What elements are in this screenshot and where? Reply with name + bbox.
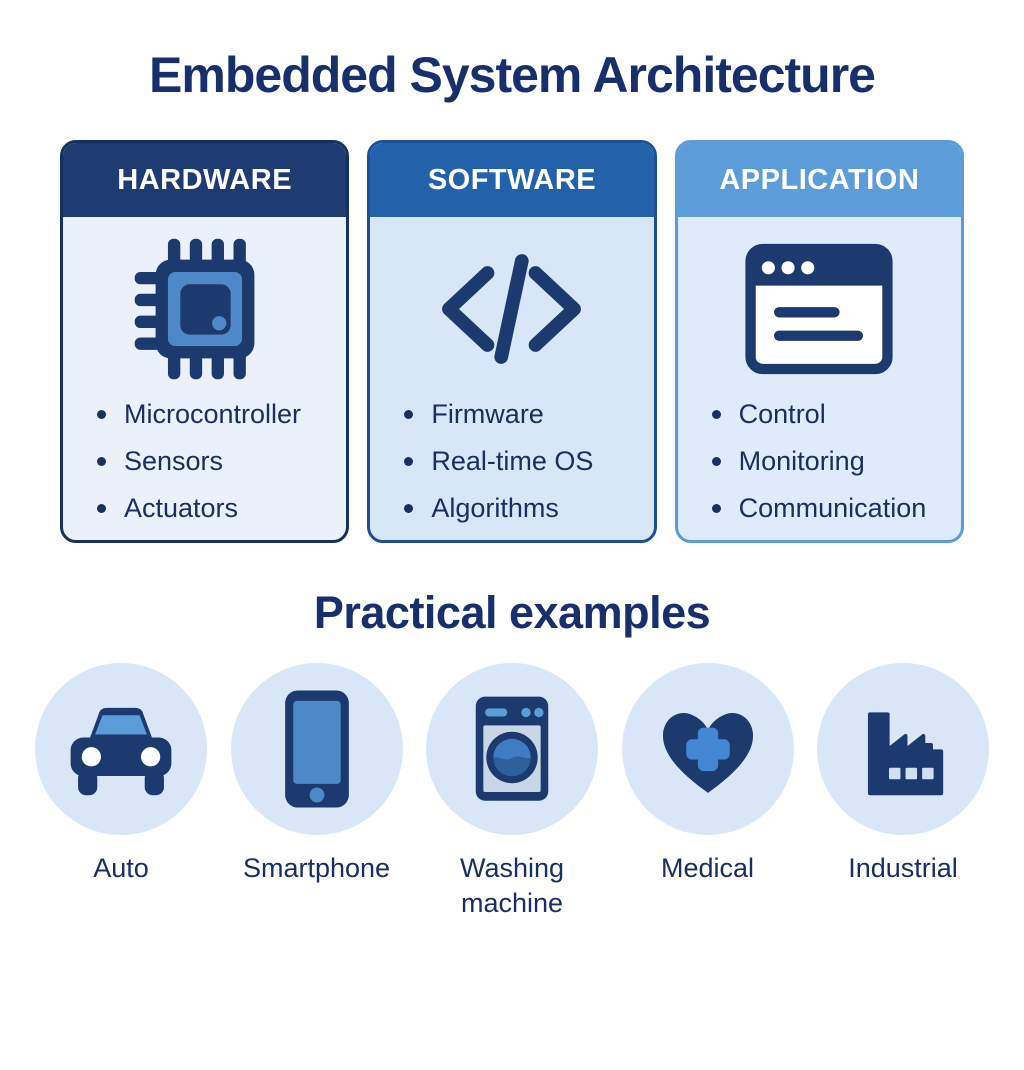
example-label: Auto [93, 853, 149, 883]
example-label: Industrial [848, 853, 958, 883]
example-industrial: Industrial [808, 663, 998, 921]
list-item: Control [711, 399, 955, 430]
example-smartphone: Smartphone [222, 663, 412, 921]
car-icon [35, 663, 207, 835]
hardware-card-header: HARDWARE [63, 143, 347, 217]
application-card-header: APPLICATION [677, 143, 961, 217]
page-title: Embedded System Architecture [149, 47, 876, 103]
architecture-columns: HARDWARE [60, 140, 964, 543]
example-auto: Auto [26, 663, 216, 921]
application-card: APPLICATION Control Monitoring Communica… [674, 140, 964, 543]
list-item: Algorithms [404, 493, 647, 524]
app-window-icon [678, 227, 961, 391]
hardware-list: Microcontroller Sensors Actuators [63, 399, 346, 540]
software-card-header: SOFTWARE [370, 143, 654, 217]
list-item: Microcontroller [97, 399, 340, 430]
hardware-card: HARDWARE [60, 140, 350, 543]
list-item: Actuators [97, 493, 340, 524]
code-icon [370, 227, 653, 391]
example-label: Medical [660, 853, 755, 883]
software-list: Firmware Real-time OS Algorithms [370, 399, 653, 540]
example-washing-machine: Washing machine [417, 663, 607, 921]
smartphone-icon [230, 663, 403, 835]
list-item: Real-time OS [404, 446, 647, 477]
list-item: Sensors [97, 446, 340, 477]
example-label: Smartphone [242, 853, 391, 883]
examples-row: Auto Smartphone [26, 663, 998, 921]
washing-machine-icon [426, 663, 598, 835]
list-item: Communication [711, 493, 955, 524]
medical-heart-icon [621, 663, 794, 835]
list-item: Monitoring [711, 446, 955, 477]
examples-title: Practical examples [313, 587, 711, 638]
chip-icon [63, 227, 346, 391]
application-list: Control Monitoring Communication [678, 399, 961, 540]
infographic-page: Embedded System Architecture HARDWARE [0, 46, 1024, 1070]
example-label: Washing machine [459, 853, 565, 919]
example-medical: Medical [613, 663, 803, 921]
list-item: Firmware [404, 399, 647, 430]
factory-icon [817, 663, 989, 835]
software-card: SOFTWARE Firmware Real-time OS Algorithm… [367, 140, 657, 543]
